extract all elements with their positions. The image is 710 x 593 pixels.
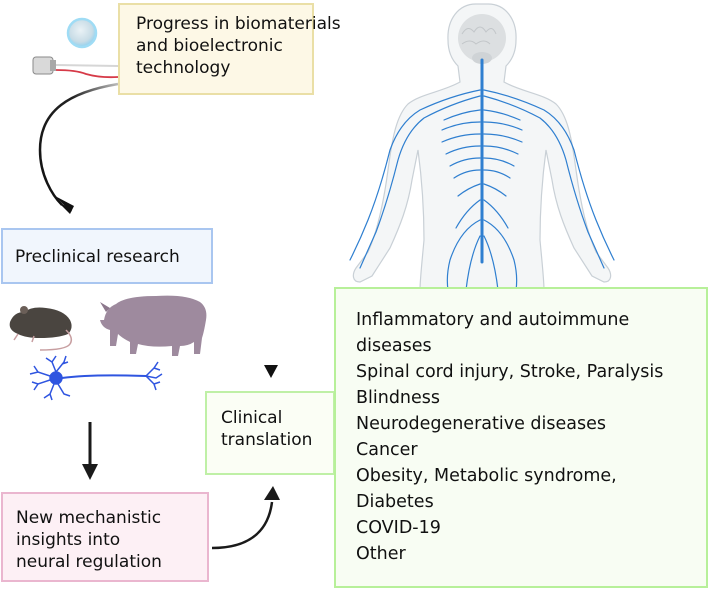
mouse-icon: [9, 306, 73, 351]
electrode-device-icon: [32, 56, 119, 79]
clinical-line-2: translation: [221, 430, 313, 450]
pig-icon: [100, 295, 207, 356]
preclinical-label: Preclinical research: [15, 247, 180, 267]
curved-arrow-to-clinical: [211, 486, 280, 550]
condition-item: Diabetes: [356, 492, 434, 512]
insights-line-1: New mechanistic: [16, 508, 162, 528]
insights-line-3: neural regulation: [16, 552, 162, 572]
clinical-translation-box: Clinical translation: [205, 391, 335, 475]
progress-line-1: Progress in biomaterials: [136, 14, 341, 34]
human-nervous-system-icon: [349, 3, 615, 291]
condition-item: Other: [356, 544, 406, 564]
condition-item: Spinal cord injury, Stroke, Paralysis: [356, 362, 664, 382]
progress-biomaterials-box: Progress in biomaterials and bioelectron…: [118, 3, 341, 95]
condition-item: COVID-19: [356, 518, 441, 538]
condition-item: Obesity, Metabolic syndrome,: [356, 466, 617, 486]
preclinical-research-box: Preclinical research: [1, 228, 213, 284]
down-arrow-to-insights: [82, 422, 98, 480]
condition-item: Inflammatory and autoimmune: [356, 310, 630, 330]
insights-line-2: insights into: [16, 530, 121, 550]
conditions-list-box: Inflammatory and autoimmune diseases Spi…: [334, 287, 708, 588]
contact-lens-icon: [66, 17, 98, 49]
vertical-arrow-to-clinical: [264, 96, 278, 378]
clinical-line-1: Clinical: [221, 408, 283, 428]
condition-item: Neurodegenerative diseases: [356, 414, 606, 434]
condition-item: diseases: [356, 336, 432, 356]
condition-item: Cancer: [356, 440, 418, 460]
progress-line-3: technology: [136, 58, 231, 78]
curved-arrow-to-preclinical: [38, 82, 119, 214]
progress-line-2: and bioelectronic: [136, 36, 283, 56]
neuron-icon: [29, 355, 163, 401]
condition-item: Blindness: [356, 388, 441, 408]
mechanistic-insights-box: New mechanistic insights into neural reg…: [1, 492, 209, 582]
